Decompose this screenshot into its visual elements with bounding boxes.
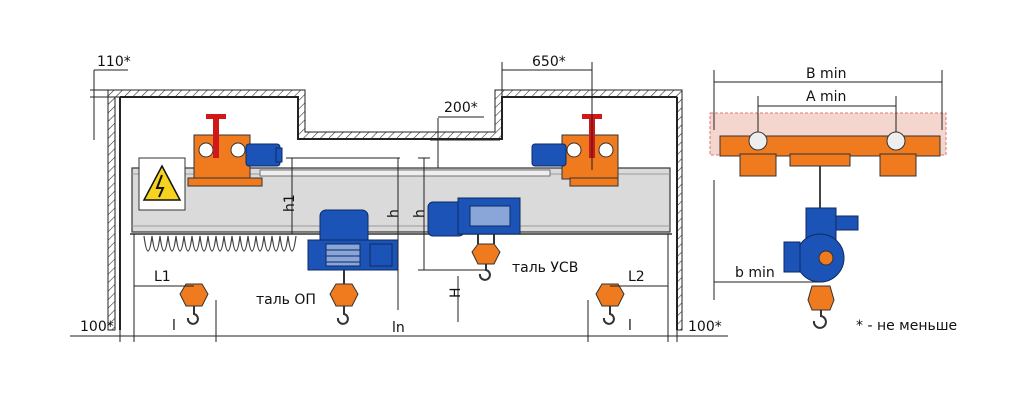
dim-100-left: 100* [80,319,114,335]
dim-200: 200* [444,100,478,116]
dim-b-min: b min [735,265,775,281]
hook-left [179,283,209,325]
dim-B-min: B min [806,66,846,82]
hoist-usv [427,197,521,281]
dim-l-right: l [628,318,632,334]
label-hoist-usv: таль УСВ [512,260,578,276]
dim-L2: L2 [628,269,645,285]
footnote: * - не меньше [856,318,957,334]
dim-L1: L1 [154,269,171,285]
side-dimensions [713,70,943,300]
dim-h-left: h [386,209,402,218]
building-outline [107,89,683,331]
warning-sign-icon [138,157,186,211]
hook-right [595,283,625,325]
hoist-op [307,209,399,325]
side-view [709,112,947,329]
dim-110: 110* [97,54,131,70]
dimension-lines [70,62,728,342]
dim-l-left: l [172,318,176,334]
dim-h1: h1 [282,194,298,212]
dim-ln: ln [392,320,405,336]
dim-h-right: h [412,209,428,218]
label-hoist-op: таль ОП [256,292,316,308]
dim-H: H [448,287,464,298]
dim-100-right: 100* [688,319,722,335]
festoon-cable [143,235,297,252]
dim-A-min: A min [806,89,846,105]
dim-650: 650* [532,54,566,70]
end-carriage-left [187,114,283,187]
